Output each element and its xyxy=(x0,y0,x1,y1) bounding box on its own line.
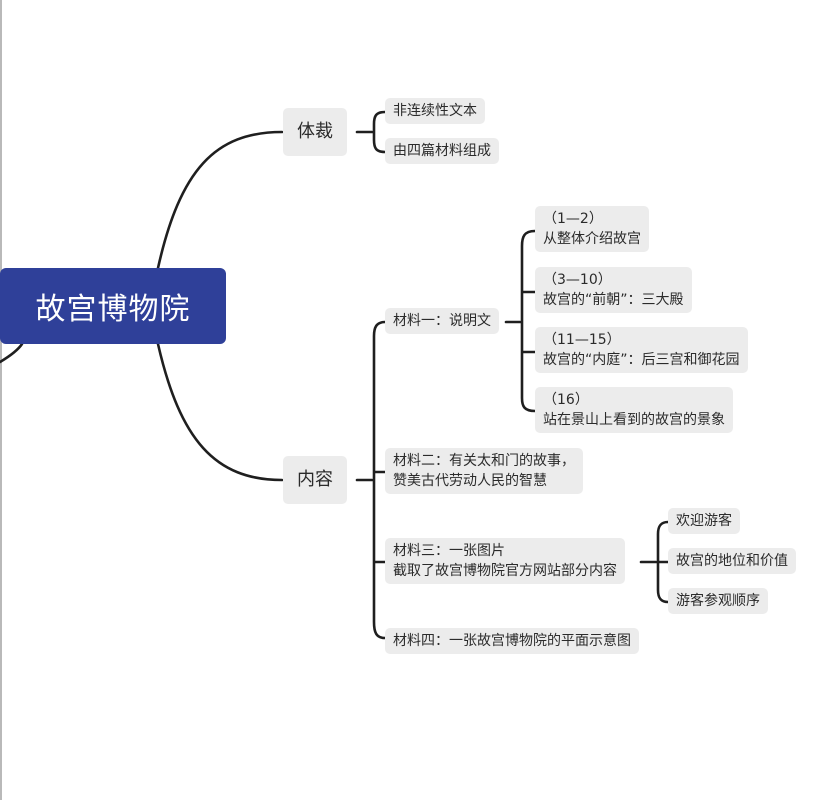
node-text-line: （16） xyxy=(543,392,589,408)
node-text-line: 从整体介绍故宫 xyxy=(543,231,641,247)
edge-content-bracket xyxy=(355,320,387,640)
node-text-line: 材料四：一张故宫博物院的平面示意图 xyxy=(393,633,631,649)
node-genre-child[interactable]: 非连续性文本 xyxy=(385,98,485,124)
node-m1-child[interactable]: （16） 站在景山上看到的故宫的景象 xyxy=(535,387,733,433)
node-text-line: 赞美古代劳动人民的智慧 xyxy=(393,473,547,489)
node-m1-child[interactable]: （1—2） 从整体介绍故宫 xyxy=(535,206,649,252)
node-content[interactable]: 内容 xyxy=(283,456,347,504)
node-genre-child[interactable]: 由四篇材料组成 xyxy=(385,138,499,164)
edge-genre-bracket xyxy=(355,110,387,154)
node-text-line: 欢迎游客 xyxy=(676,513,732,529)
node-text-line: （11—15） xyxy=(543,332,621,348)
node-material-3[interactable]: 材料三：一张图片截取了故宫博物院官方网站部分内容 xyxy=(385,538,625,584)
edge-m3-bracket xyxy=(639,520,670,604)
root-label: 故宫博物院 xyxy=(35,292,191,327)
node-m3-child[interactable]: 游客参观顺序 xyxy=(668,588,768,614)
node-text-line: 材料二：有关太和门的故事， xyxy=(393,453,575,469)
node-text-line: 故宫的地位和价值 xyxy=(676,553,788,569)
left-frame-border xyxy=(0,0,2,800)
node-material-2[interactable]: 材料二：有关太和门的故事， 赞美古代劳动人民的智慧 xyxy=(385,448,583,494)
edge-m1-bracket xyxy=(504,229,537,413)
node-m1-child[interactable]: （3—10） 故宫的“前朝”：三大殿 xyxy=(535,267,692,313)
edge-root-content xyxy=(156,342,284,482)
node-m3-child[interactable]: 故宫的地位和价值 xyxy=(668,548,796,574)
node-content-label: 内容 xyxy=(297,469,333,490)
node-text-line: 由四篇材料组成 xyxy=(393,143,491,159)
root-node[interactable]: 故宫博物院 xyxy=(0,268,226,344)
node-genre[interactable]: 体裁 xyxy=(283,108,347,156)
node-m3-child[interactable]: 欢迎游客 xyxy=(668,508,740,534)
node-text-line: 游客参观顺序 xyxy=(676,593,760,609)
node-text-line: 材料三：一张图片 xyxy=(393,543,505,559)
node-m1-child[interactable]: （11—15） 故宫的“内庭”：后三宫和御花园 xyxy=(535,327,748,373)
node-text-line: 站在景山上看到的故宫的景象 xyxy=(543,412,725,428)
edge-root-left-stub xyxy=(0,342,24,364)
node-material-1[interactable]: 材料一：说明文 xyxy=(385,308,499,334)
node-text-line: 故宫的“前朝”：三大殿 xyxy=(543,292,684,308)
node-text-line: 截取了故宫博物院官方网站部分内容 xyxy=(393,563,617,579)
node-text-line: 材料一：说明文 xyxy=(393,313,491,329)
node-material-4[interactable]: 材料四：一张故宫博物院的平面示意图 xyxy=(385,628,639,654)
node-genre-label: 体裁 xyxy=(297,121,333,142)
node-text-line: （1—2） xyxy=(543,211,603,227)
node-text-line: （3—10） xyxy=(543,272,612,288)
node-text-line: 故宫的“内庭”：后三宫和御花园 xyxy=(543,352,740,368)
edge-root-genre xyxy=(156,130,284,270)
node-text-line: 非连续性文本 xyxy=(393,103,477,119)
